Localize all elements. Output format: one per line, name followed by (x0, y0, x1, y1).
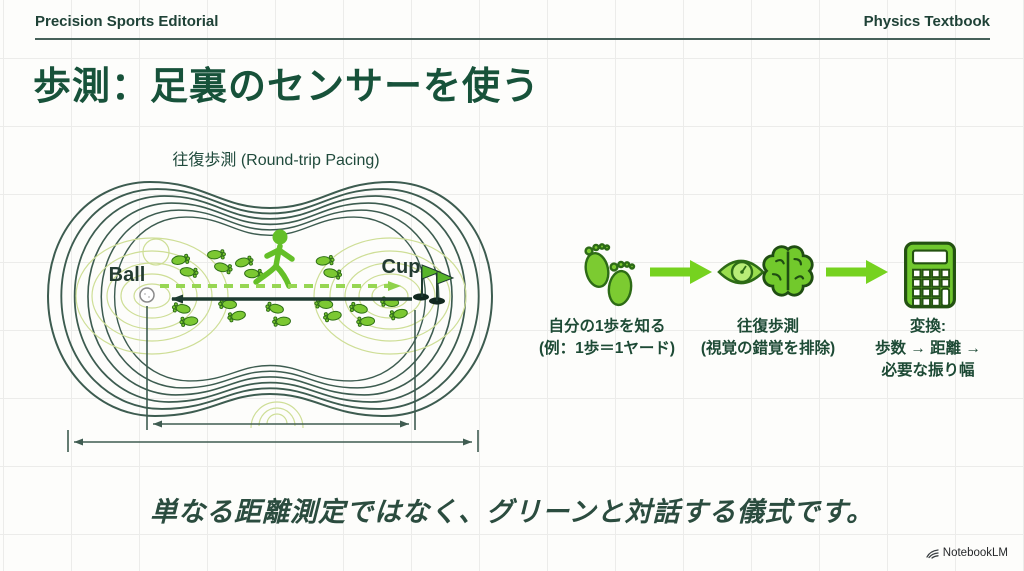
footprints-icon (577, 236, 639, 315)
ball-label: Ball (109, 264, 146, 286)
step-3-text: 変換: 歩数 → 距離 → 必要な振り幅 (843, 316, 1013, 382)
notebooklm-logo: NotebookLM (926, 547, 1008, 559)
page-title: 歩測：足裏のセンサーを使う (33, 66, 541, 108)
header-divider (35, 38, 990, 40)
step-3-line-3: 必要な振り幅 (881, 362, 975, 379)
cup-flags-icon (413, 264, 455, 305)
slide-caption: 単なる距離測定ではなく、グリーンと対話する儀式です。 (150, 497, 874, 527)
walking-person-icon (253, 229, 295, 289)
diagram-title: 往復歩測 (Round-trip Pacing) (172, 152, 380, 169)
flow-arrow-icon (824, 258, 890, 291)
step-1-text: 自分の1歩を知る (例：1歩＝1ヤード) (522, 316, 692, 360)
step-2-line-2: (視覚の錯覚を排除) (700, 340, 836, 357)
step-1-line-1: 自分の1歩を知る (548, 318, 666, 335)
brain-icon (760, 240, 816, 309)
step-3-line-1: 変換: (909, 318, 947, 335)
header-left-label: Precision Sports Editorial (35, 13, 219, 30)
golf-ball (139, 287, 155, 303)
notebooklm-label: NotebookLM (942, 547, 1008, 559)
notebooklm-icon (926, 547, 939, 559)
eye-icon (716, 250, 766, 299)
dimension-lines (67, 306, 479, 452)
cup-label: Cup (382, 256, 421, 278)
header-right-label: Physics Textbook (863, 13, 990, 30)
step-2-line-1: 往復歩測 (736, 318, 799, 335)
step-3-line-2: 歩数 → 距離 → (875, 340, 981, 357)
step-1-line-2: (例：1歩＝1ヤード) (538, 340, 676, 357)
flow-arrow-icon (648, 258, 714, 291)
golf-green-diagram: Ball Cup (46, 180, 494, 452)
calculator-icon (902, 240, 958, 315)
footprints-outbound (171, 248, 343, 281)
step-2-text: 往復歩測 (視覚の錯覚を排除) (683, 316, 853, 360)
